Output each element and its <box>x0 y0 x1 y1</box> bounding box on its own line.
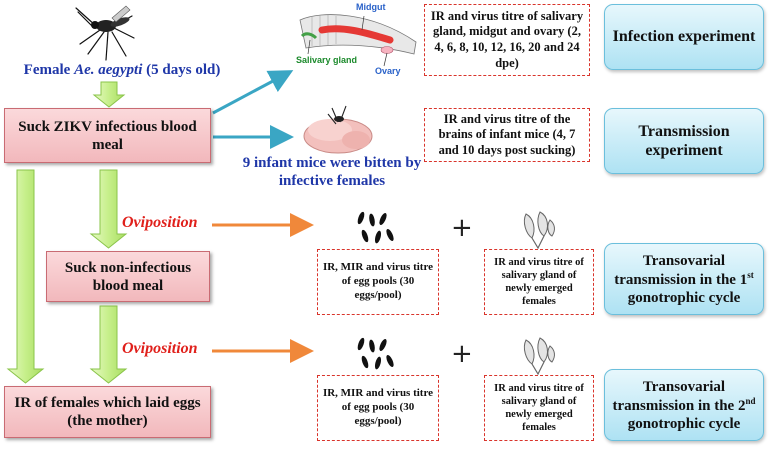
oviposition-label-2: Oviposition <box>122 340 198 357</box>
cycle1-main: Transovarial transmission in the 1 <box>614 252 748 288</box>
salivary-gland-icon-2 <box>523 337 555 376</box>
blue-arrow-infection <box>212 70 294 115</box>
egg-pool-box-2: IR, MIR and virus titre of egg pools (30… <box>317 375 439 441</box>
suck-noninfectious-text: Suck non-infectious blood meal <box>64 259 192 294</box>
green-arrow-left <box>6 169 45 384</box>
mosquito-label: Female Ae. aegypti (5 days old) <box>2 62 242 79</box>
cycle2-box: Transovarial transmission in the 2nd gon… <box>604 369 764 441</box>
transmission-assay-text: IR and virus titre of the brains of infa… <box>438 111 576 157</box>
plus-sign-1: + <box>451 213 473 243</box>
salivary-text-1: IR and virus titre of salivary gland of … <box>494 256 584 308</box>
salivary-box-2: IR and virus titre of salivary gland of … <box>484 375 594 441</box>
cycle2-main: Transovarial transmission in the 2 <box>612 378 746 414</box>
suck-zikv-box: Suck ZIKV infectious blood meal <box>4 108 211 163</box>
mosquito-label-prefix: Female <box>23 62 75 78</box>
egg-pool-text-2: IR, MIR and virus titre of egg pools (30… <box>322 387 434 427</box>
mosquito-label-suffix: (5 days old) <box>142 62 221 78</box>
transmission-assay-box: IR and virus titre of the brains of infa… <box>424 108 590 162</box>
egg-pool-text-1: IR, MIR and virus titre of egg pools (30… <box>322 261 434 301</box>
cycle1-box: Transovarial transmission in the 1st gon… <box>604 243 764 315</box>
cycle1-tail: gonotrophic cycle <box>627 289 741 306</box>
cycle1-text: Transovarial transmission in the 1st gon… <box>605 252 763 307</box>
cycle2-tail: gonotrophic cycle <box>627 415 741 432</box>
ir-mother-box: IR of females which laid eggs (the mothe… <box>4 386 211 438</box>
transmission-experiment-text: Transmission experiment <box>638 122 730 159</box>
cycle1-sup: st <box>747 269 754 280</box>
mice-image <box>303 105 373 154</box>
suck-noninfectious-box: Suck non-infectious blood meal <box>46 251 210 302</box>
salivary-box-1: IR and virus titre of salivary gland of … <box>484 249 594 315</box>
transmission-experiment-box: Transmission experiment <box>604 108 764 174</box>
mice-caption: 9 infant mice were bitten by infective f… <box>242 155 422 189</box>
infection-experiment-text: Infection experiment <box>612 28 756 46</box>
salivary-gland-icon-1 <box>523 211 555 250</box>
green-arrow-top <box>92 81 126 108</box>
egg-pool-box-1: IR, MIR and virus titre of egg pools (30… <box>317 249 439 315</box>
mosquito-image <box>75 5 135 61</box>
ir-mother-text: IR of females which laid eggs (the mothe… <box>14 395 201 429</box>
egg-cluster-icon-2 <box>357 337 394 370</box>
oviposition-label-1: Oviposition <box>122 214 198 231</box>
infection-experiment-box: Infection experiment <box>604 4 764 70</box>
egg-cluster-icon-1 <box>357 211 394 244</box>
anatomy-image <box>299 14 417 67</box>
anatomy-label-ovary: Ovary <box>375 66 401 76</box>
anatomy-label-salivary: Salivary gland <box>296 55 358 65</box>
infection-assay-box: IR and virus titre of salivary gland, mi… <box>424 4 590 76</box>
infection-assay-text: IR and virus titre of salivary gland, mi… <box>430 8 584 70</box>
green-arrow-mid <box>89 169 128 249</box>
green-arrow-lower <box>89 305 128 384</box>
plus-sign-2: + <box>451 339 473 369</box>
suck-zikv-text: Suck ZIKV infectious blood meal <box>18 118 197 153</box>
anatomy-label-midgut: Midgut <box>356 2 386 12</box>
mosquito-label-species: Ae. aegypti <box>74 62 143 78</box>
salivary-text-2: IR and virus titre of salivary gland of … <box>494 382 584 434</box>
cycle2-sup: nd <box>745 395 756 406</box>
cycle2-text: Transovarial transmission in the 2nd gon… <box>605 378 763 433</box>
